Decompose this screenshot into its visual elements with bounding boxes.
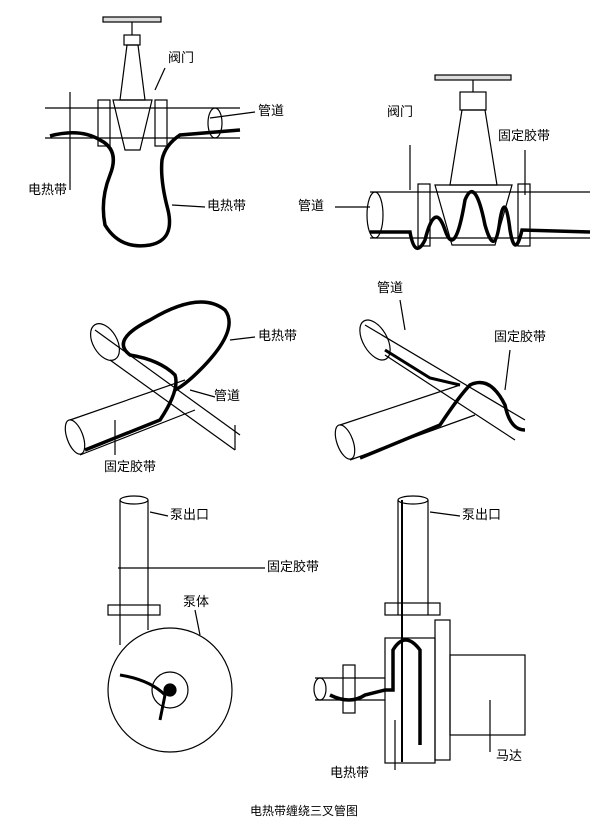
tee-right-drawing <box>334 299 526 461</box>
label-heat-tape-valve-left-b: 电热带 <box>207 199 247 214</box>
label-pipe-tee-left: 管道 <box>214 389 241 404</box>
label-pump-outlet-right: 泵出口 <box>462 508 502 523</box>
label-pump-outlet-left: 泵出口 <box>170 508 210 523</box>
label-fixing-tape-tee-left: 固定胶带 <box>104 460 157 475</box>
label-pipe-valve-left: 管道 <box>258 104 285 119</box>
label-fixing-tape-pump: 固定胶带 <box>267 560 320 575</box>
pump-right-drawing <box>313 495 526 770</box>
valve-left-drawing <box>45 16 256 248</box>
figure-caption: 电热带缠绕三叉管图 <box>249 804 358 818</box>
label-heat-tape-valve-left-a: 电热带 <box>28 183 68 198</box>
label-fixing-tape-valve-right: 固定胶带 <box>498 129 551 144</box>
label-pump-body: 泵体 <box>183 595 210 610</box>
label-motor: 马达 <box>496 749 523 764</box>
label-fixing-tape-tee-right: 固定胶带 <box>494 330 547 345</box>
label-pipe-valve-right: 管道 <box>298 199 325 214</box>
valve-right-drawing <box>335 74 591 250</box>
label-valve-left: 阀门 <box>168 51 195 66</box>
label-valve-right: 阀门 <box>387 105 414 120</box>
label-heat-tape-tee-left: 电热带 <box>258 329 298 344</box>
pump-left-drawing <box>107 495 265 753</box>
tee-left-drawing <box>64 300 256 456</box>
label-heat-tape-pump: 电热带 <box>330 766 370 781</box>
label-pipe-tee-right: 管道 <box>377 281 404 296</box>
